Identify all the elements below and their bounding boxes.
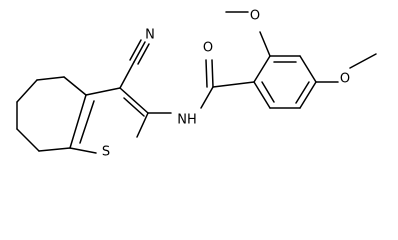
bond [119, 61, 135, 89]
bond [16, 128, 40, 152]
bond [119, 87, 149, 114]
thiophene-ring [69, 87, 149, 154]
cycloheptane-ring [16, 76, 87, 152]
bond [349, 53, 377, 69]
bond [259, 31, 271, 57]
bond [212, 81, 255, 88]
bond [299, 81, 317, 109]
bond [16, 79, 38, 103]
bond [69, 147, 97, 154]
methoxy-oxygen-label-2: O [250, 9, 260, 24]
amide-oxygen-label: O [203, 41, 213, 56]
bond [36, 76, 65, 81]
bond [123, 97, 145, 117]
bond [85, 87, 121, 96]
nitrile-group [119, 39, 150, 89]
bond [295, 81, 310, 104]
bond [253, 81, 271, 109]
bond [299, 55, 317, 83]
bond [137, 43, 150, 65]
bond [69, 94, 87, 149]
bond [79, 100, 95, 144]
bond [253, 55, 271, 83]
thiophene-sulfur-label: S [102, 145, 110, 160]
bond [129, 39, 142, 61]
bond [38, 147, 71, 152]
methoxy-oxygen-label-4: O [340, 72, 350, 87]
bond [205, 59, 208, 88]
bond [200, 86, 214, 109]
methoxy-group-2 [225, 11, 271, 57]
amide-linkage [147, 59, 255, 114]
methoxy-group-4 [315, 53, 377, 83]
bond [211, 59, 214, 88]
bond [136, 112, 149, 138]
bond [133, 41, 146, 63]
amide-nh-label: NH [177, 113, 197, 128]
bond [261, 81, 275, 103]
chemical-structure: N O O O NH S [16, 9, 377, 160]
benzene-ring [253, 55, 317, 109]
nitrile-nitrogen-label: N [145, 28, 155, 43]
bond [63, 76, 87, 96]
